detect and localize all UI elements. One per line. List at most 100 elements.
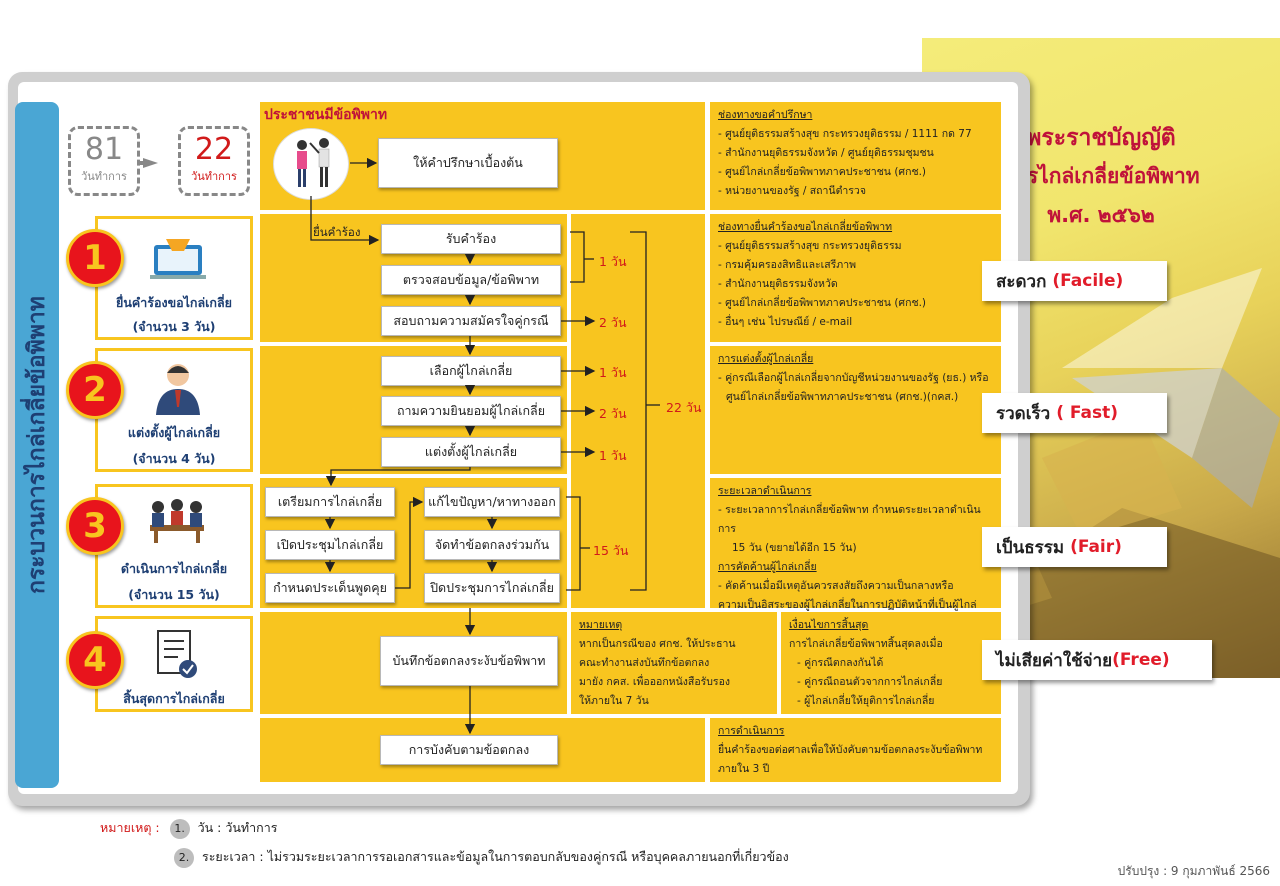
appointment-title: การแต่งตั้งผู้ไกล่เกลี่ย	[718, 353, 814, 365]
consult-channels-panel: ช่องทางขอคำปรึกษา - ศูนย์ยุติธรรมสร้างสุ…	[710, 102, 1001, 210]
note-2-number: 2.	[174, 848, 194, 868]
remark-item: ให้ภายใน 7 วัน	[579, 695, 649, 707]
operation-item: ยื่นคำร้องขอต่อศาลเพื่อให้บังคับตามข้อตก…	[718, 744, 983, 756]
period-title: ระยะเวลาดำเนินการ	[718, 485, 812, 497]
objection-item: - คัดค้านเมื่อมีเหตุอันควรสงสัยถึงความเป…	[718, 580, 954, 592]
filing-channels-panel: ช่องทางยื่นคำร้องขอไกล่เกลี่ยข้อพิพาท - …	[710, 214, 1001, 342]
consult-channel-item: - ศูนย์ไกล่เกลี่ยข้อพิพาทภาคประชาชน (ศกช…	[718, 166, 927, 178]
consult-channel-item: - ศูนย์ยุติธรรมสร้างสุข กระทรวงยุติธรรม …	[718, 128, 972, 140]
close-meeting-box: ปิดประชุมการไกล่เกลี่ย	[424, 573, 560, 603]
note-1-number: 1.	[169, 819, 190, 839]
step-2-count: (จำนวน 4 วัน)	[132, 451, 216, 466]
ending-title: เงื่อนไขการสิ้นสุด	[789, 619, 869, 631]
tag-fast: รวดเร็ว ( Fast)	[982, 393, 1167, 433]
consult-channel-item: - หน่วยงานของรัฐ / สถานีตำรวจ	[718, 185, 866, 197]
tag-free: ไม่เสียค่าใช้จ่าย (Free)	[982, 640, 1212, 680]
consult-channel-item: - สำนักงานยุติธรรมจังหวัด / ศูนย์ยุติธรร…	[718, 147, 934, 159]
filing-channels-title: ช่องทางยื่นคำร้องขอไกล่เกลี่ยข้อพิพาท	[718, 221, 893, 233]
tag-facile-en: (Facile)	[1052, 271, 1124, 291]
cover-line-2: การไกล่เกลี่ยข้อพิพาท	[1002, 164, 1200, 188]
prepare-mediation-box: เตรียมการไกล่เกลี่ย	[265, 487, 395, 517]
ending-item: - คู่กรณีตกลงกันได้	[797, 657, 884, 669]
dispute-title: ประชาชนมีข้อพิพาท	[264, 107, 388, 123]
objection-title: การคัดค้านผู้ไกล่เกลี่ย	[718, 561, 817, 573]
step-4-number: 4	[66, 631, 124, 689]
operation-item: ภายใน 3 ปี	[718, 763, 770, 775]
duration-mediation: 15 วัน	[593, 543, 629, 558]
tag-free-th: ไม่เสียค่าใช้จ่าย	[996, 650, 1113, 671]
cover-line-1: พระราชบัญญัติ	[1026, 125, 1176, 151]
mediator-person-icon	[156, 364, 200, 415]
choose-mediator-box: เลือกผู้ไกล่เกลี่ย	[381, 356, 561, 386]
draft-agreement-box: จัดทำข้อตกลงร่วมกัน	[424, 530, 560, 560]
tag-free-en: (Free)	[1112, 650, 1170, 670]
days-before-value: 81	[84, 132, 124, 167]
duration-total: 22 วัน	[666, 400, 702, 415]
appointment-panel: การแต่งตั้งผู้ไกล่เกลี่ย - คู่กรณีเลือกผ…	[710, 346, 1001, 474]
duration-consent: 2 วัน	[599, 315, 627, 330]
note-2-text: ระยะเวลา : ไม่รวมระยะเวลาการรอเอกสารและข…	[201, 849, 789, 864]
operation-title: การดำเนินการ	[718, 725, 785, 737]
filing-channel-item: - อื่นๆ เช่น ไปรษณีย์ / e-mail	[718, 316, 853, 328]
file-request-label: ยื่นคำร้อง	[313, 225, 361, 239]
people-arguing-icon	[297, 138, 330, 187]
open-meeting-box: เปิดประชุมไกล่เกลี่ย	[265, 530, 395, 560]
tag-fair: เป็นธรรม (Fair)	[982, 527, 1167, 567]
step-3-box: ดำเนินการไกล่เกลี่ย (จำนวน 15 วัน)	[95, 484, 253, 608]
step-1-label: ยื่นคำร้องขอไกล่เกลี่ย	[116, 295, 232, 310]
ask-mediator-box: ถามความยินยอมผู้ไกล่เกลี่ย	[381, 396, 561, 426]
step-4-label: สิ้นสุดการไกล่เกลี่ย	[123, 691, 225, 706]
step-3-count: (จำนวน 15 วัน)	[128, 587, 220, 602]
period-panel: ระยะเวลาดำเนินการ - ระยะเวลาการไกล่เกลี่…	[710, 478, 1001, 630]
appointment-item: ศูนย์ไกล่เกลี่ยข้อพิพาทภาคประชาชน (ศกช.)…	[726, 391, 959, 403]
step-2-box: แต่งตั้งผู้ไกล่เกลี่ย (จำนวน 4 วัน)	[95, 348, 253, 472]
document-check-icon	[157, 630, 197, 678]
cover-line-3: พ.ศ. ๒๕๖๒	[1047, 203, 1155, 227]
remark-item: หากเป็นกรณีของ ศกช. ให้ประธาน	[579, 638, 736, 650]
step-1-count: (จำนวน 3 วัน)	[132, 319, 216, 334]
solve-problem-box: แก้ไขปัญหา/หาทางออก	[424, 487, 560, 517]
tag-facile-th: สะดวก	[996, 271, 1047, 292]
appoint-mediator-box: แต่งตั้งผู้ไกล่เกลี่ย	[381, 437, 561, 467]
step-2-number: 2	[66, 361, 124, 419]
ending-item: - คู่กรณีถอนตัวจากการไกล่เกลี่ย	[797, 676, 943, 688]
tag-fair-en: (Fair)	[1070, 537, 1122, 557]
check-info-box: ตรวจสอบข้อมูล/ข้อพิพาท	[381, 265, 561, 295]
tag-fast-th: รวดเร็ว	[996, 403, 1051, 424]
step-1-number: 1	[66, 229, 124, 287]
days-after-box: 22 วันทำการ	[178, 126, 250, 196]
days-before-box: 81 วันทำการ	[68, 126, 140, 196]
duration-appoint: 1 วัน	[599, 448, 627, 463]
step-3-label: ดำเนินการไกล่เกลี่ย	[120, 561, 228, 576]
duration-choose: 1 วัน	[599, 365, 627, 380]
define-issues-box: กำหนดประเด็นพูดคุย	[265, 573, 395, 603]
days-after-unit: วันทำการ	[191, 170, 237, 183]
file-request-icon	[150, 239, 206, 279]
tag-fast-en: ( Fast)	[1056, 403, 1119, 423]
period-item: - ระยะเวลาการไกล่เกลี่ยข้อพิพาท กำหนดระย…	[718, 504, 981, 535]
dispute-illustration	[273, 128, 349, 200]
filing-channel-item: - กรมคุ้มครองสิทธิและเสรีภาพ	[718, 259, 857, 271]
filing-channel-item: - สำนักงานยุติธรรมจังหวัด	[718, 278, 838, 290]
step-2-label: แต่งตั้งผู้ไกล่เกลี่ย	[127, 425, 221, 440]
filing-channel-item: - ศูนย์ไกล่เกลี่ยข้อพิพาทภาคประชาชน (ศกช…	[718, 297, 927, 309]
meeting-icon	[150, 499, 204, 543]
duration-receive: 1 วัน	[599, 254, 627, 269]
consult-channels-title: ช่องทางขอคำปรึกษา	[718, 109, 813, 121]
footnotes: หมายเหตุ : 1. วัน : วันทำการ 2. ระยะเวลา…	[100, 818, 789, 868]
remark-title: หมายเหตุ	[579, 619, 623, 631]
enforce-agreement-box: การบังคับตามข้อตกลง	[380, 735, 558, 765]
receive-request-box: รับคำร้อง	[381, 224, 561, 254]
step-3-number: 3	[66, 497, 124, 555]
ending-panel: เงื่อนไขการสิ้นสุด การไกล่เกลี่ยข้อพิพาท…	[781, 612, 1001, 714]
period-item: 15 วัน (ขยายได้อีก 15 วัน)	[732, 542, 857, 554]
record-agreement-box: บันทึกข้อตกลงระงับข้อพิพาท	[380, 636, 558, 686]
step-1-box: ยื่นคำร้องขอไกล่เกลี่ย (จำนวน 3 วัน)	[95, 216, 253, 340]
days-after-value: 22	[194, 132, 234, 167]
appointment-item: - คู่กรณีเลือกผู้ไกล่เกลี่ยจากบัญชีหน่วย…	[718, 372, 989, 384]
remark-item: มายัง กคส. เพื่อออกหนังสือรับรอง	[579, 676, 731, 688]
tag-fair-th: เป็นธรรม	[996, 537, 1065, 558]
notes-label: หมายเหตุ :	[100, 820, 160, 835]
sidebar-title: กระบวนการไกล่เกลี่ยข้อพิพาท	[24, 296, 50, 594]
